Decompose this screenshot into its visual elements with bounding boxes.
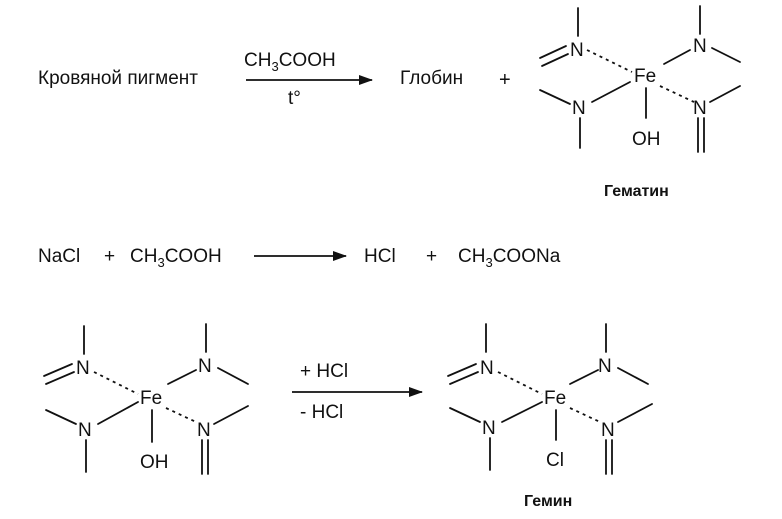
- caption-hemin: Гемин: [524, 493, 572, 510]
- atom-fe: Fe: [140, 388, 162, 409]
- product-sodium-acetate: CH3COONa: [458, 246, 561, 270]
- atom-n: N: [76, 358, 90, 379]
- atom-fe: Fe: [544, 388, 566, 409]
- atom-n: N: [197, 420, 211, 441]
- plus-sign: +: [499, 69, 511, 91]
- label-remove-hcl: - HCl: [300, 402, 343, 423]
- hemin-structure: N N Fe N N Cl: [447, 323, 653, 475]
- label-add-hcl: + HCl: [300, 361, 348, 382]
- atom-n: N: [570, 40, 584, 61]
- atom-n: N: [198, 356, 212, 377]
- reagent-acetic-acid: CH3COOH: [244, 50, 336, 74]
- product-globin: Глобин: [400, 68, 463, 89]
- ligand-cl: Cl: [546, 450, 564, 471]
- atom-n: N: [480, 358, 494, 379]
- atom-n: N: [598, 356, 612, 377]
- ligand-oh: OH: [140, 452, 169, 473]
- plus-sign: +: [104, 246, 115, 267]
- plus-sign: +: [426, 246, 437, 267]
- hematin-structure: N N Fe N N OH: [539, 5, 741, 153]
- reaction-1: Кровяной пигмент CH3COOH t° Глобин + N N…: [38, 5, 741, 200]
- atom-n: N: [693, 36, 707, 57]
- atom-n: N: [572, 98, 586, 119]
- atom-n: N: [693, 98, 707, 119]
- reaction-3: N N Fe N N OH + HCl - HCl: [43, 323, 653, 510]
- atom-n: N: [482, 418, 496, 439]
- caption-hematin: Гематин: [604, 183, 669, 200]
- reaction-2: NaCl + CH3COOH HCl + CH3COONa: [38, 246, 561, 270]
- atom-n: N: [78, 420, 92, 441]
- condition-heat: t°: [288, 88, 301, 109]
- atom-n: N: [601, 420, 615, 441]
- reactant-acetic-acid: CH3COOH: [130, 246, 222, 270]
- reactant-blood-pigment: Кровяной пигмент: [38, 68, 198, 89]
- reactant-nacl: NaCl: [38, 246, 80, 267]
- ligand-oh: OH: [632, 129, 661, 150]
- product-hcl: HCl: [364, 246, 396, 267]
- atom-fe: Fe: [634, 66, 656, 87]
- hematin-structure-left: N N Fe N N OH: [43, 323, 249, 475]
